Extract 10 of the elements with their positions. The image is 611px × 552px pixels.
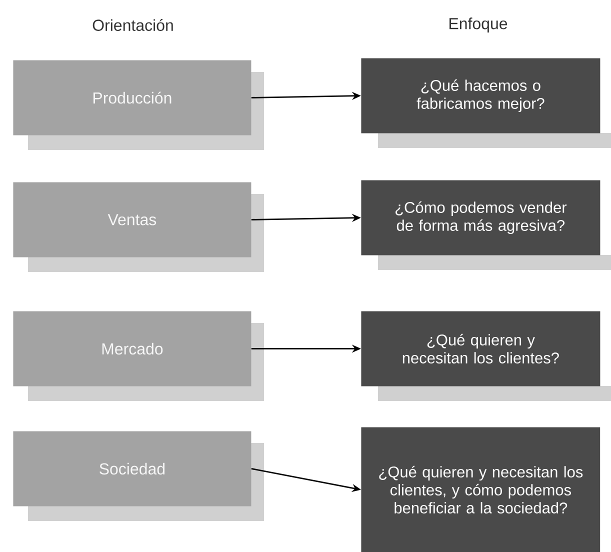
orientation-box: Ventas — [13, 182, 252, 258]
question-box: ¿Qué quieren y necesitan los clientes, y cómo podemos beneficiar a la sociedad? — [361, 427, 600, 552]
question-box: ¿Qué hacemos o fabricamos mejor? — [361, 58, 600, 134]
orientation-box: Sociedad — [13, 431, 252, 506]
question-box: ¿Qué quieren y necesitan los clientes? — [361, 311, 600, 386]
orientation-box: Producción — [13, 60, 252, 136]
column-heading: Enfoque — [450, 18, 508, 32]
column-heading: Orientación — [92, 19, 173, 31]
question-box: ¿Cómo podemos vender de forma más agresiva? — [361, 180, 600, 256]
orientation-box: Mercado — [13, 311, 252, 386]
